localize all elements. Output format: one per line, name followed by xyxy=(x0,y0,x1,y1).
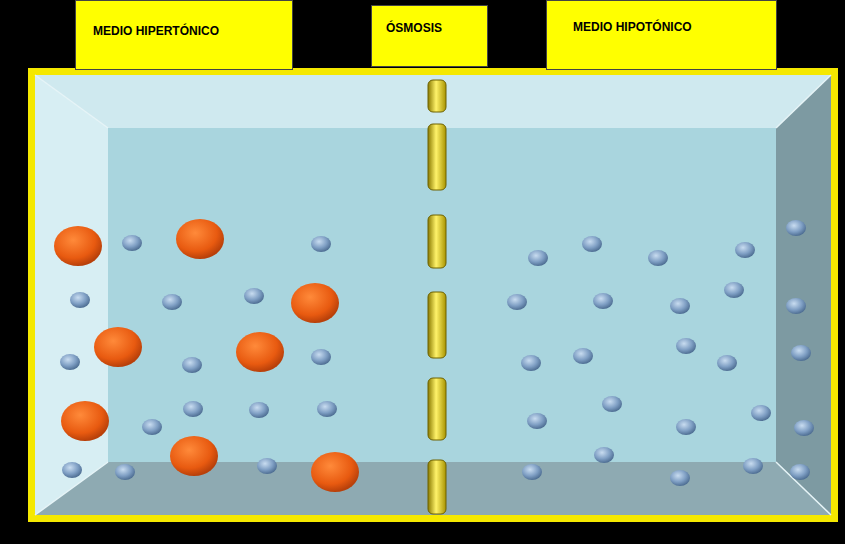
medium-label: MEDIO HIPERTÓNICO xyxy=(93,24,219,38)
medium-label: MEDIO HIPOTÓNICO xyxy=(573,20,692,34)
medium-label: ÓSMOSIS xyxy=(386,21,442,35)
label-box: ÓSMOSIS xyxy=(371,5,488,67)
label-box: MEDIO HIPERTÓNICO xyxy=(75,0,293,70)
label-box: MEDIO HIPOTÓNICO xyxy=(546,0,777,70)
